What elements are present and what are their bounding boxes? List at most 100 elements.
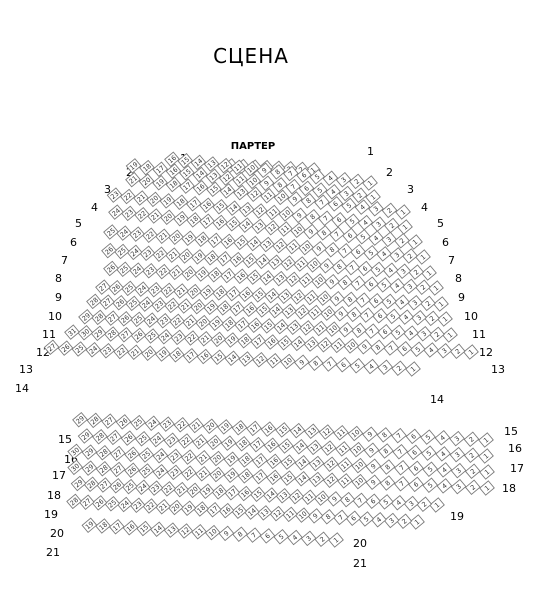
seat-row-15-25[interactable]: 25 <box>130 414 146 431</box>
seat-row-6-19[interactable]: 19 <box>173 210 189 227</box>
seat-box[interactable] <box>151 296 167 313</box>
seat-row-4-11[interactable]: 11 <box>260 188 276 204</box>
seat-row-18-4[interactable]: 4 <box>436 478 453 494</box>
seat-box[interactable] <box>147 480 164 496</box>
seat-box[interactable] <box>269 505 286 522</box>
seat-row-17-7[interactable]: 7 <box>393 459 410 476</box>
seat-row-20-24[interactable]: 24 <box>117 496 133 513</box>
seat-box[interactable] <box>230 159 246 175</box>
seat-row-12-13[interactable]: 13 <box>286 319 302 335</box>
seat-row-5-15[interactable]: 15 <box>212 198 229 215</box>
seat-row-13-31[interactable]: 31 <box>64 324 80 340</box>
seat-box[interactable] <box>266 453 282 470</box>
seat-box[interactable] <box>463 447 480 464</box>
seat-row-7-20[interactable]: 20 <box>168 229 184 245</box>
seat-box[interactable] <box>225 216 241 232</box>
seat-row-5-16[interactable]: 16 <box>199 197 215 213</box>
seat-box[interactable] <box>136 520 153 537</box>
seat-box[interactable] <box>421 265 437 281</box>
seat-row-7-23[interactable]: 23 <box>129 226 145 242</box>
seat-row-13-28[interactable]: 28 <box>104 326 120 342</box>
seat-box[interactable] <box>408 264 425 280</box>
seat-row-19-16[interactable]: 16 <box>237 485 253 502</box>
seat-box[interactable] <box>216 300 232 316</box>
seat-row-3-14[interactable]: 14 <box>192 166 208 183</box>
seat-box[interactable] <box>429 497 445 513</box>
seat-box[interactable] <box>199 213 215 229</box>
seat-box[interactable] <box>229 251 245 268</box>
seat-row-15-13[interactable]: 13 <box>304 423 320 440</box>
seat-box[interactable] <box>218 502 235 519</box>
seat-row-20-19[interactable]: 19 <box>180 500 197 517</box>
seat-box[interactable] <box>207 266 223 283</box>
seat-row-18-6[interactable]: 6 <box>408 476 424 493</box>
seat-box[interactable] <box>299 320 315 336</box>
seat-box[interactable] <box>156 312 172 329</box>
seat-row-17-12[interactable]: 12 <box>322 456 339 472</box>
seat-box[interactable] <box>370 339 386 356</box>
seat-row-17-8[interactable]: 8 <box>379 459 396 475</box>
seat-row-20-14[interactable]: 14 <box>244 504 260 520</box>
seat-box[interactable] <box>285 178 302 195</box>
seat-row-12-10[interactable]: 10 <box>325 321 341 337</box>
seat-row-16-24[interactable]: 24 <box>149 431 165 448</box>
seat-box[interactable] <box>160 481 177 497</box>
seat-box[interactable] <box>95 445 112 461</box>
seat-box[interactable] <box>320 440 337 456</box>
seat-box[interactable] <box>173 417 190 433</box>
seat-box[interactable] <box>134 431 151 447</box>
seat-row-10-5[interactable]: 5 <box>381 293 397 310</box>
seat-row-6-14[interactable]: 14 <box>238 217 254 233</box>
seat-box[interactable] <box>383 217 400 234</box>
seat-box[interactable] <box>287 191 303 207</box>
seat-box[interactable] <box>247 317 263 334</box>
seat-box[interactable] <box>85 342 102 358</box>
seat-row-19-21[interactable]: 21 <box>173 481 189 498</box>
seat-row-3-1[interactable]: 1 <box>365 189 381 205</box>
seat-row-6-24[interactable]: 24 <box>108 204 124 220</box>
seat-row-7-3[interactable]: 3 <box>389 247 405 263</box>
seat-row-15-20[interactable]: 20 <box>202 418 219 434</box>
seat-row-8-5[interactable]: 5 <box>369 261 386 278</box>
seat-row-19-9[interactable]: 9 <box>326 491 343 507</box>
seat-box[interactable] <box>180 449 197 465</box>
seat-box[interactable] <box>405 361 421 377</box>
seat-box[interactable] <box>223 467 240 483</box>
seat-row-19-29[interactable]: 29 <box>70 475 87 492</box>
seat-box[interactable] <box>342 291 358 308</box>
seat-row-18-15[interactable]: 15 <box>280 470 297 486</box>
seat-box[interactable] <box>177 523 194 539</box>
seat-row-13-6[interactable]: 6 <box>396 340 413 357</box>
seat-row-17-13[interactable]: 13 <box>308 455 325 472</box>
seat-box[interactable] <box>449 430 465 447</box>
seat-box[interactable] <box>405 428 422 445</box>
seat-row-13-17[interactable]: 17 <box>250 333 267 350</box>
seat-row-2-16[interactable]: 16 <box>164 151 180 167</box>
seat-box[interactable] <box>256 162 273 179</box>
seat-row-20-26[interactable]: 26 <box>91 495 108 511</box>
seat-box[interactable] <box>265 204 281 221</box>
seat-row-14-15[interactable]: 15 <box>210 349 227 366</box>
seat-box[interactable] <box>165 163 182 179</box>
seat-box[interactable] <box>422 461 439 477</box>
seat-box[interactable] <box>238 201 255 218</box>
seat-box[interactable] <box>121 478 138 495</box>
seat-box[interactable] <box>101 242 117 259</box>
seat-row-20-1[interactable]: 1 <box>409 514 425 530</box>
seat-box[interactable] <box>463 344 479 360</box>
seat-row-2-8[interactable]: 8 <box>269 164 286 180</box>
seat-row-16-7[interactable]: 7 <box>392 443 409 460</box>
seat-row-18-27[interactable]: 27 <box>109 461 126 478</box>
seat-box[interactable] <box>252 352 268 368</box>
seat-row-19-2[interactable]: 2 <box>416 496 433 512</box>
seat-row-14-21[interactable]: 21 <box>127 344 143 361</box>
seat-row-9-20[interactable]: 20 <box>181 265 197 281</box>
seat-box[interactable] <box>294 304 310 320</box>
seat-box[interactable] <box>357 214 374 231</box>
seat-box[interactable] <box>381 231 397 248</box>
seat-row-14-1[interactable]: 1 <box>405 361 421 377</box>
seat-box[interactable] <box>251 452 268 469</box>
seat-row-2-1[interactable]: 1 <box>362 175 378 191</box>
seat-row-7-19[interactable]: 19 <box>181 230 197 247</box>
seat-row-2-5[interactable]: 5 <box>309 168 326 185</box>
